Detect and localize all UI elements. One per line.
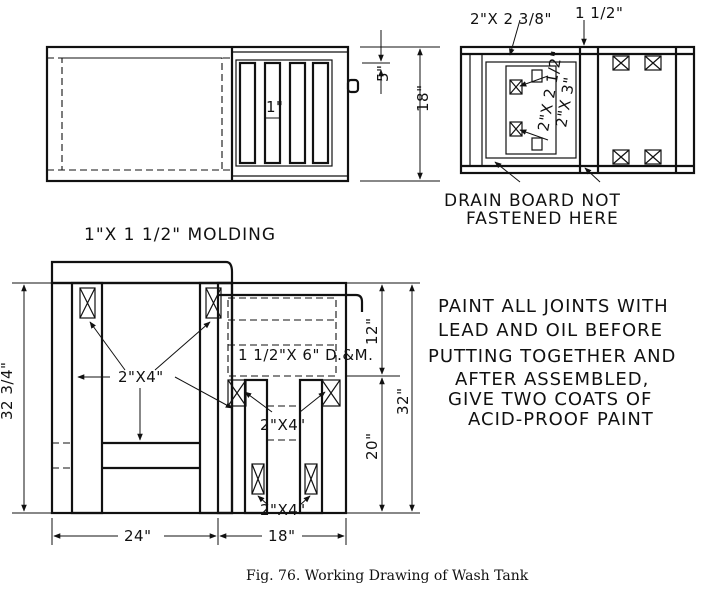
note-line-5: GIVE TWO COATS OF — [448, 389, 652, 410]
note-line-2: LEAD AND OIL BEFORE — [438, 320, 663, 341]
note-line-6: ACID-PROOF PAINT — [468, 409, 654, 430]
dim-gap-label: 1" — [266, 98, 283, 116]
front-elevation: 2"X4" 1 1/2"X 6" D.&M. 2"X4" 2"X4" 32 3/… — [0, 260, 420, 545]
dim-slat-5: 5" — [374, 65, 392, 82]
dim-width-18: 18" — [268, 527, 296, 545]
label-1-1-2x6-dm: 1 1/2"X 6" D.&M. — [238, 346, 373, 364]
dim-total-height: 32 3/4" — [0, 362, 16, 420]
label-2x2-3-8: 2"X 2 3/8" — [470, 10, 552, 28]
figure-caption: Fig. 76. Working Drawing of Wash Tank — [246, 568, 529, 584]
dim-height-18: 18" — [414, 85, 432, 113]
paint-notes: PAINT ALL JOINTS WITH LEAD AND OIL BEFOR… — [428, 296, 676, 430]
note-line-3: PUTTING TOGETHER AND — [428, 346, 676, 367]
dim-right-32: 32" — [394, 388, 412, 416]
top-plan-view: 1" 18" 5" — [45, 30, 440, 183]
note-fastened-here: FASTENED HERE — [466, 209, 619, 229]
label-1-1-2: 1 1/2" — [575, 4, 623, 22]
label-molding: 1"X 1 1/2" MOLDING — [84, 225, 276, 245]
dim-top-12: 12" — [363, 318, 381, 346]
label-2x4-mid: 2"X4" — [260, 416, 306, 434]
dim-width-24: 24" — [124, 527, 152, 545]
top-section-view: 2"X 2 3/8" 1 1/2" 2"X 2 1/2" 2"X 3" DRAI… — [444, 4, 696, 229]
note-line-1: PAINT ALL JOINTS WITH — [438, 296, 669, 317]
note-line-4: AFTER ASSEMBLED, — [455, 369, 649, 390]
label-2x4-left: 2"X4" — [118, 368, 164, 386]
note-drain-board: DRAIN BOARD NOT — [444, 191, 621, 211]
dim-mid-20: 20" — [363, 433, 381, 461]
label-2x4-bottom: 2"X4" — [260, 501, 306, 519]
